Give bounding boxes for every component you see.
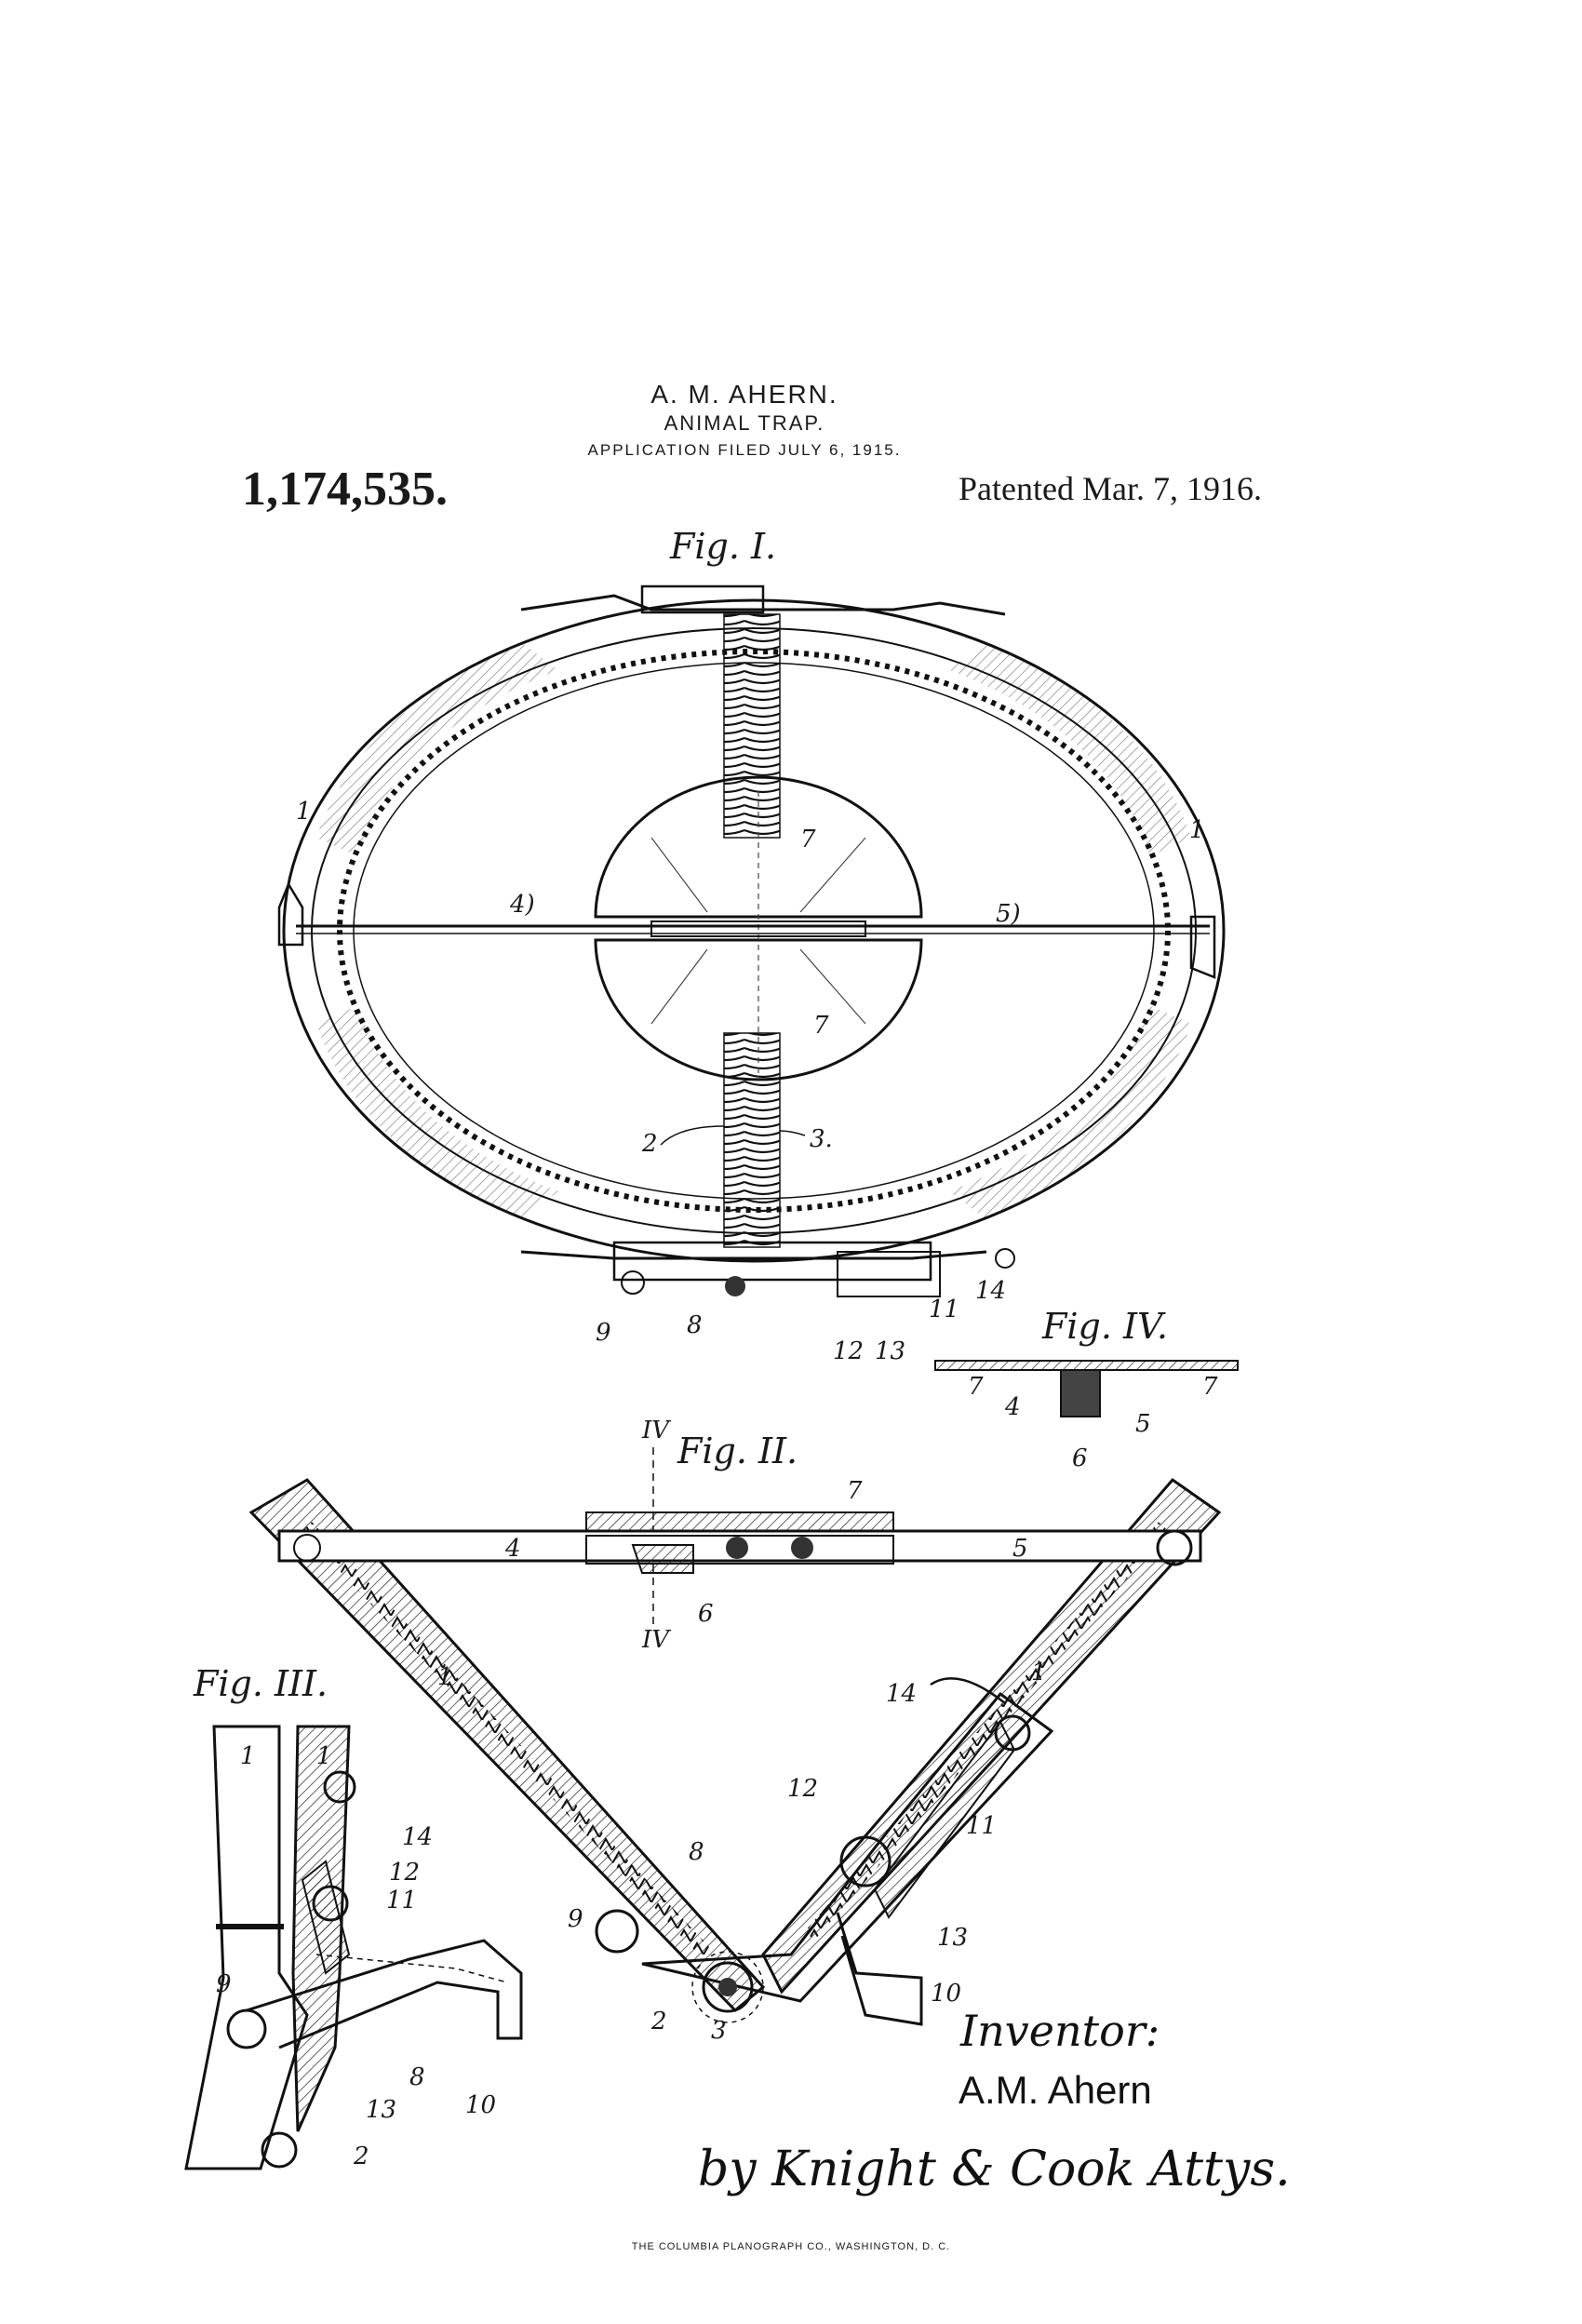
inventor-heading: Inventor: [959, 2006, 1160, 2056]
reference-numeral: 11 [386, 1887, 417, 1914]
reference-numeral: 2 [353, 2143, 369, 2170]
reference-numeral: 7 [800, 826, 816, 853]
reference-numeral: 9 [216, 1970, 232, 1998]
pan-upper [594, 775, 923, 919]
reference-numeral: 14 [886, 1680, 917, 1708]
reference-numeral: 13 [875, 1337, 905, 1365]
reference-numeral: 5 [1135, 1410, 1151, 1438]
figure-1: Fig. I. [277, 526, 1226, 1365]
figure-2: Fig. II. IV IV 4 5 7 6 1 1 14 [248, 1417, 1222, 2045]
reference-numeral: 7 [813, 1012, 829, 1040]
printer-credit: THE COLUMBIA PLANOGRAPH CO., WASHINGTON,… [631, 2241, 951, 2252]
reference-numeral: 12 [787, 1775, 818, 1803]
reference-numeral: 3 [711, 2017, 727, 2045]
reference-numeral: 1 [316, 1742, 332, 1770]
application-filed: APPLICATION FILED JULY 6, 1915. [587, 441, 902, 459]
reference-numeral: 7 [968, 1373, 984, 1401]
patent-number: 1,174,535. [242, 463, 448, 516]
reference-numeral: 7 [847, 1477, 863, 1505]
jaw-outer-outline [282, 598, 1226, 1263]
inventor-signature-name: A.M. Ahern [959, 2068, 1152, 2112]
reference-numeral: 5 [1012, 1535, 1028, 1563]
patent-title: ANIMAL TRAP. [664, 411, 825, 435]
reference-numeral: 9 [568, 1905, 583, 1933]
reference-numeral: 3. [810, 1125, 833, 1153]
reference-numeral: 13 [366, 2096, 396, 2124]
fig2-label: Fig. II. [677, 1431, 798, 1471]
attorneys-signature: by Knight & Cook Attys. [698, 2142, 1291, 2197]
reference-numeral: 8 [687, 1311, 703, 1339]
fig3-label: Fig. III. [193, 1663, 328, 1704]
figure-3: Fig. III. 1 1 14 12 11 9 8 13 10 2 [184, 1663, 523, 2170]
patented-date: Patented Mar. 7, 1916. [959, 470, 1262, 507]
reference-numeral: 10 [465, 2091, 496, 2119]
reference-numeral: 4 [1004, 1393, 1021, 1421]
reference-numeral: 10 [931, 1980, 961, 2008]
reference-numeral: 8 [689, 1838, 704, 1866]
spring-upper [723, 613, 781, 839]
pan-lower [594, 938, 923, 1081]
reference-numeral: 4 [504, 1535, 521, 1563]
reference-numeral: 14 [402, 1823, 433, 1851]
reference-numeral: 1 [240, 1742, 256, 1770]
reference-numeral: 8 [409, 2063, 425, 2091]
reference-numeral: 1 [1031, 1659, 1047, 1686]
reference-numeral: 7 [1202, 1373, 1218, 1401]
spring-lower [723, 1032, 781, 1248]
inventor-name: A. M. AHERN. [650, 380, 838, 409]
reference-numeral: 1 [437, 1663, 453, 1691]
reference-numeral: 5) [996, 900, 1021, 928]
reference-numeral: 1 [296, 798, 312, 826]
figure-4: Fig. IV. 7 7 4 5 6 [934, 1306, 1239, 1472]
reference-numeral: 1 [1189, 816, 1205, 844]
section-mark-bottom: IV [641, 1626, 671, 1654]
reference-numeral: 11 [966, 1812, 997, 1840]
reference-numeral: 12 [833, 1337, 864, 1365]
reference-numeral: 6 [698, 1600, 714, 1628]
reference-numeral: 2 [641, 1130, 658, 1158]
reference-numeral: 13 [937, 1924, 968, 1952]
reference-numeral: 2 [650, 2008, 667, 2035]
reference-numeral: 9 [596, 1319, 611, 1347]
reference-numeral: 4) [509, 891, 535, 919]
reference-numeral: 14 [975, 1277, 1006, 1305]
reference-numeral: 6 [1072, 1444, 1088, 1472]
fig3-jaw-left [184, 1725, 309, 2170]
fig1-label: Fig. I. [669, 526, 776, 567]
reference-numeral: 12 [389, 1859, 420, 1887]
fig4-label: Fig. IV. [1041, 1306, 1168, 1347]
section-mark-top: IV [641, 1417, 671, 1444]
reference-numeral: 11 [929, 1296, 959, 1323]
